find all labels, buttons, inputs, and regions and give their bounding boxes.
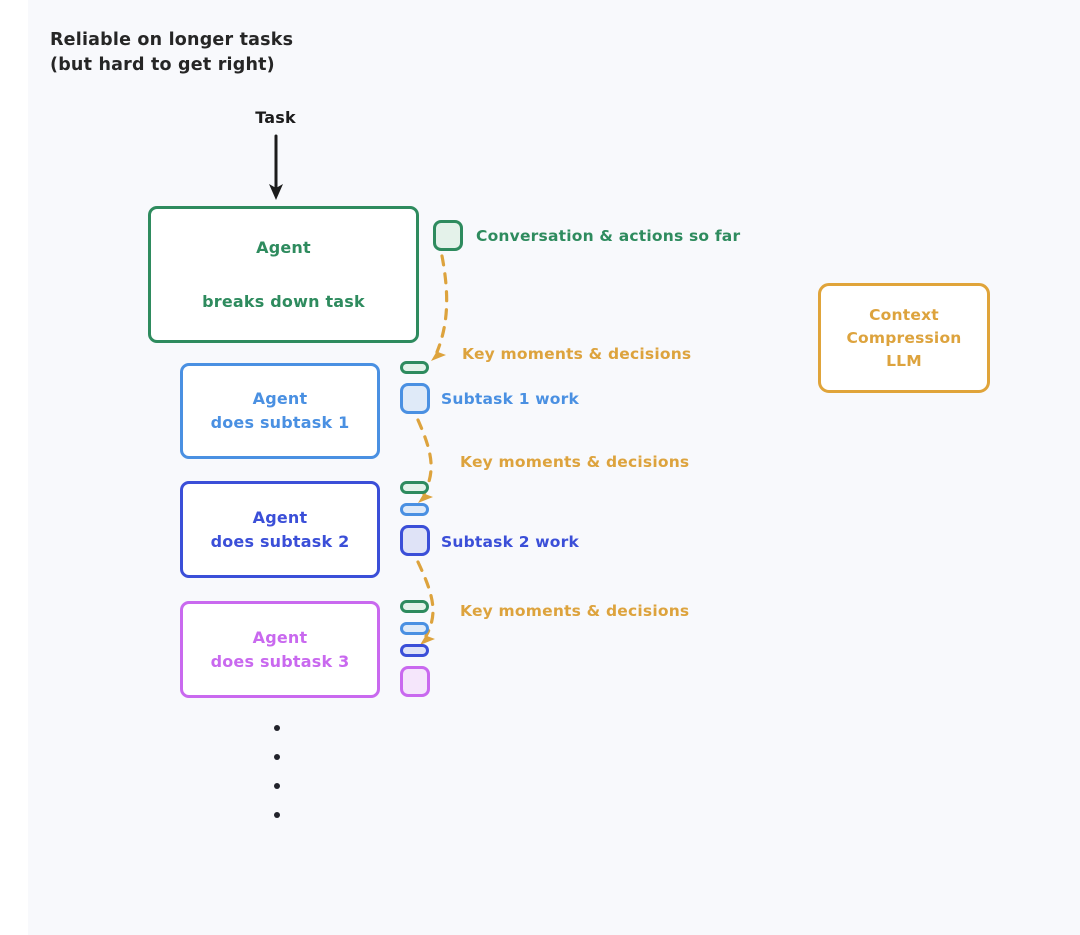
- label-conversation-actions: Conversation & actions so far: [476, 227, 741, 245]
- task-arrow-icon: [269, 134, 283, 200]
- page-title: Reliable on longer tasks (but hard to ge…: [50, 30, 294, 75]
- canvas-background: [28, 0, 1080, 935]
- box-sub1-line-1: Agent: [252, 389, 308, 408]
- chip-subtask2-work-indigo: [400, 525, 430, 556]
- ellipsis-dot: [274, 754, 280, 760]
- box-ctx-line-3: LLM: [886, 351, 922, 370]
- chip-compressed-green-3: [400, 600, 429, 613]
- box-sub2-line-1: Agent: [252, 507, 308, 527]
- annotation-key-moments-2: Key moments & decisions: [460, 453, 690, 471]
- box-sub2-line-2: does subtask 2: [210, 531, 350, 551]
- box-sub3-line-1: Agent: [252, 627, 308, 647]
- context-compression-llm-box[interactable]: Context Compression LLM: [818, 283, 990, 393]
- chip-compressed-green-2: [400, 481, 429, 494]
- task-label: Task: [255, 108, 296, 127]
- chip-subtask1-work-blue: [400, 383, 430, 414]
- label-subtask-2-work: Subtask 2 work: [441, 533, 579, 551]
- box-root-line-2: breaks down task: [202, 292, 365, 311]
- label-subtask-1-work: Subtask 1 work: [441, 390, 579, 408]
- agent-breaks-down-task-box[interactable]: Agent breaks down task: [148, 206, 419, 343]
- ellipsis-dot: [274, 783, 280, 789]
- ellipsis-dot: [274, 812, 280, 818]
- chip-compressed-green-1: [400, 361, 429, 374]
- annotation-key-moments-3: Key moments & decisions: [460, 602, 690, 620]
- box-ctx-line-1: Context: [869, 305, 939, 324]
- chip-compressed-indigo-3: [400, 644, 429, 657]
- vertical-ellipsis: [265, 725, 289, 841]
- box-ctx-line-2: Compression: [846, 328, 962, 347]
- agent-does-subtask-1-box[interactable]: Agent does subtask 1: [180, 363, 380, 459]
- chip-compressed-blue-2: [400, 503, 429, 516]
- annotation-key-moments-1: Key moments & decisions: [462, 345, 692, 363]
- chip-conversation-green: [433, 220, 463, 251]
- box-sub1-line-2: does subtask 1: [210, 413, 350, 432]
- box-sub3-line-2: does subtask 3: [210, 651, 350, 671]
- agent-does-subtask-2-box[interactable]: Agent does subtask 2: [180, 481, 380, 578]
- chip-compressed-blue-3: [400, 622, 429, 635]
- ellipsis-dot: [274, 725, 280, 731]
- chip-subtask3-work-purple: [400, 666, 430, 697]
- agent-does-subtask-3-box[interactable]: Agent does subtask 3: [180, 601, 380, 698]
- box-root-line-1: Agent: [256, 238, 311, 257]
